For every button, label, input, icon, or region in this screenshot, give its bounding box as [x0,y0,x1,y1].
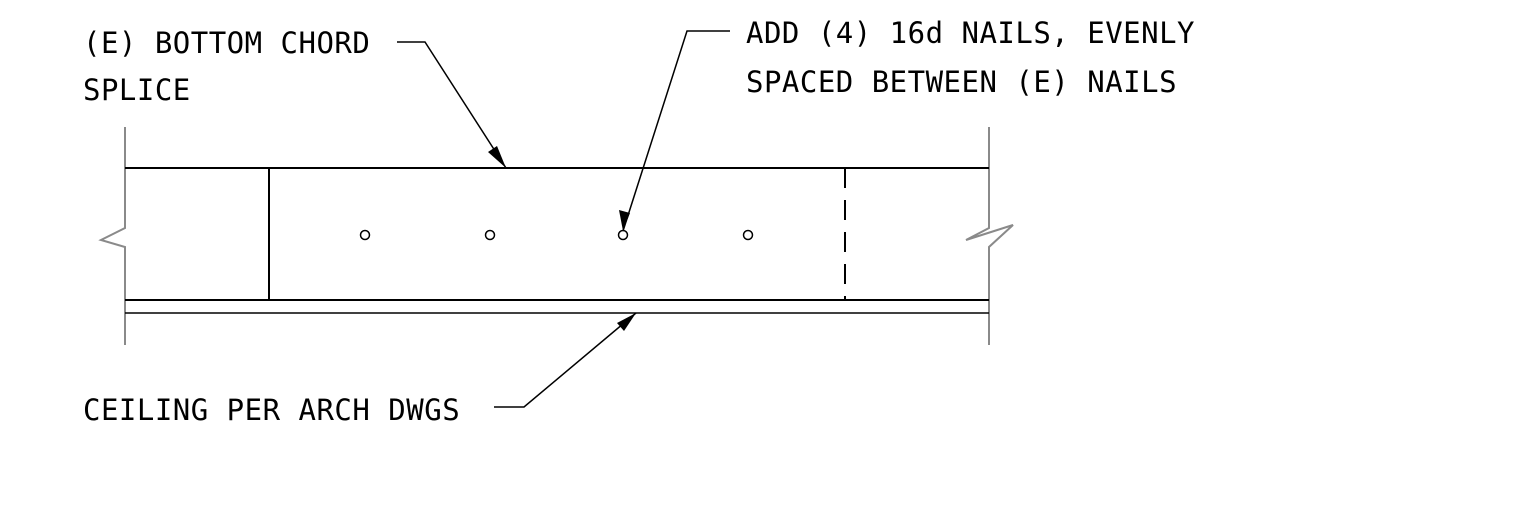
left-break-line [98,127,126,345]
nail [742,229,754,241]
ceiling-note: CEILING PER ARCH DWGS [83,393,460,427]
nails-note-line1: ADD (4) 16d NAILS, EVENLY [746,16,1195,50]
bottom-chord-leader [397,41,507,169]
bottom-chord-note-line1: (E) BOTTOM CHORD [83,26,370,60]
ceiling-arrowhead [617,313,636,331]
nails-note-line2: SPACED BETWEEN (E) NAILS [746,65,1177,99]
ceiling-leader [494,312,637,408]
nail [359,229,371,241]
right-break-line [965,127,1014,345]
nails-arrowhead [619,210,630,231]
bottom-chord-arrowhead [488,146,506,168]
bottom-chord-note-line2: SPLICE [83,73,191,107]
nail [617,229,629,241]
nail [484,229,496,241]
nails-leader [622,30,730,232]
